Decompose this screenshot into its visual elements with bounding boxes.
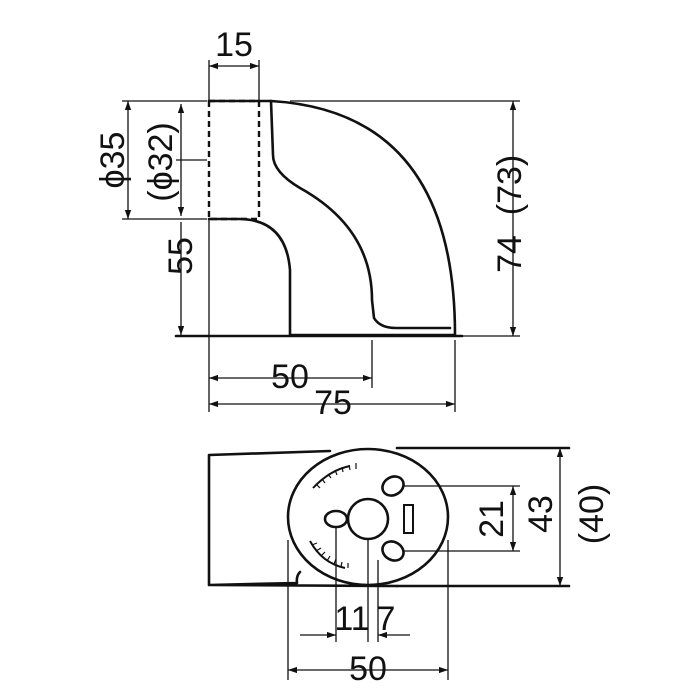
elbow-inner-contour [269,99,452,330]
dim-11-label: 11 [334,600,369,638]
dim-73-label: (73) [491,155,529,215]
rect-slot [403,504,414,534]
dim-50b-label: 50 [349,650,387,688]
plate-bottom-view [207,446,571,588]
dim-7-label: 7 [377,600,396,638]
screw-slot-upper [381,475,405,497]
dim-35-label: ϕ35 [94,132,132,189]
top-view-dimensions: 15 ϕ35 (ϕ32) 55 50 75 74 (73) [94,26,529,422]
screw-slot-left [323,509,349,529]
dim-21-label: 21 [473,500,511,538]
bottom-view-dimensions: 21 43 (40) 11 7 50 [287,448,611,688]
elbow-top-view [174,99,464,338]
scale-arc-upper [312,465,351,489]
plate-body-outline [207,449,399,588]
dim-15-label: 15 [215,26,253,64]
dim-40-label: (40) [573,484,611,544]
dim-32-label: (ϕ32) [142,122,180,202]
dim-50-label: 50 [271,358,309,396]
dim-55-label: 55 [162,237,200,275]
elbow-outer-contour [207,99,457,337]
dim-43-label: 43 [522,495,560,533]
dim-74-label: 74 [491,235,529,273]
socket-hidden-outline [207,99,261,221]
scale-ticks-lower [311,542,349,568]
dim-75-label: 75 [314,384,352,422]
scale-ticks-upper [315,463,357,489]
scale-arc-lower [309,540,346,569]
screw-slot-lower [381,540,405,562]
center-hole [346,497,390,541]
